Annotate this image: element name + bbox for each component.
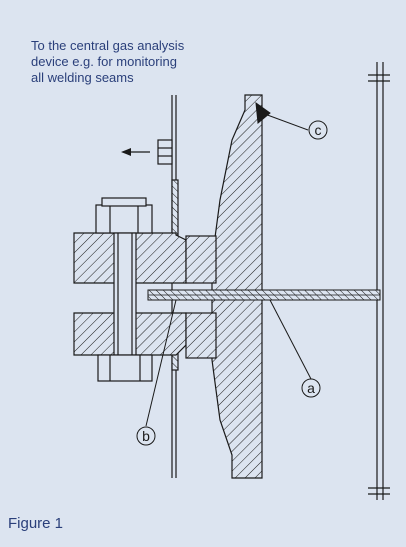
bolt-shank: [113, 232, 137, 356]
bolt-nut-bottom: [97, 354, 153, 382]
arrow-left-icon: [121, 148, 150, 156]
figure-caption: Figure 1: [8, 515, 64, 532]
callout-c-label: c: [315, 122, 322, 138]
callout-a-label: a: [307, 380, 315, 396]
note-line-1: To the central gas analysis: [31, 38, 185, 53]
nozzle-wall-section: [211, 94, 263, 479]
bolt-nut-top: [95, 204, 153, 234]
callout-c: c: [308, 120, 328, 140]
callout-b-label: b: [142, 428, 150, 444]
leader-c: [261, 112, 309, 131]
note-line-3: all welding seams: [31, 70, 134, 85]
test-port-fitting: [157, 139, 173, 165]
gas-analysis-note: To the central gas analysis device e.g. …: [31, 38, 251, 86]
bolt-washer-top: [101, 197, 147, 207]
inner-ring-upper: [185, 235, 217, 284]
callout-b: b: [136, 426, 156, 446]
note-line-2: device e.g. for monitoring: [31, 54, 177, 69]
callout-a: a: [301, 378, 321, 398]
tube-wall-hatch-top: [171, 179, 179, 236]
leader-a: [269, 299, 312, 380]
inner-ring-lower: [185, 312, 217, 359]
leader-b: [145, 299, 177, 427]
